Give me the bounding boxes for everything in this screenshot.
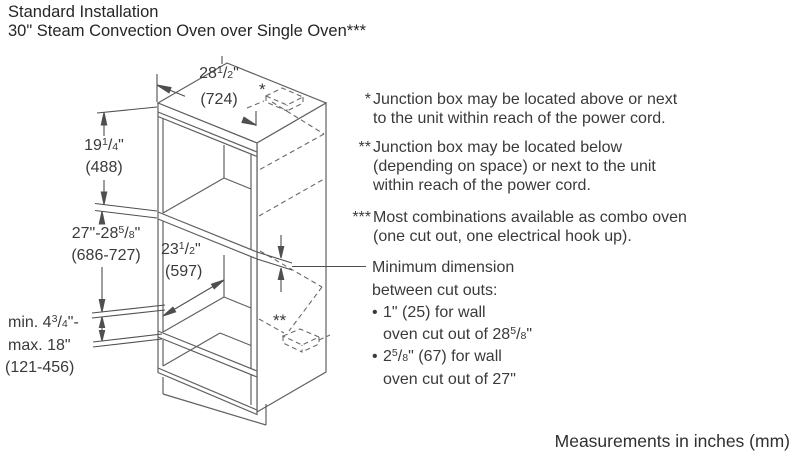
- bullet-dot: •: [372, 348, 378, 365]
- dim-total-mm: (686-727): [71, 247, 141, 264]
- dimension-bottom-gap: [92, 316, 163, 348]
- dim-oven-cutout-value: 231/2": [161, 240, 201, 258]
- dim-upper-value: 191/4": [84, 136, 124, 154]
- note2-marker: **: [358, 139, 371, 156]
- cabinet-faces: [156, 62, 328, 416]
- note3-line2: (one cut out, one electrical hook up).: [373, 228, 632, 245]
- dimension-width-28half: [156, 56, 257, 126]
- junction-box-top-connector: [246, 100, 265, 109]
- dimension-arrow: [277, 245, 285, 259]
- dim-bottom-gap-line1: min. 43/4"-: [8, 313, 79, 331]
- dim-width-mm: (724): [200, 91, 238, 108]
- note3-marker: ***: [352, 209, 371, 226]
- note-combo-oven: *** Most combinations available as combo…: [338, 208, 687, 246]
- note2-line3: within reach of the power cord.: [373, 177, 591, 194]
- min-dimension-heading2: between cut outs:: [372, 282, 498, 299]
- min-dimension-heading1: Minimum dimension: [372, 259, 515, 276]
- dimension-arrow: [100, 191, 108, 205]
- dimension-arrow: [100, 112, 108, 126]
- dimension-oven-cutout-23half: [162, 279, 225, 317]
- junction-box-top-icon: [264, 87, 305, 112]
- junction-box-bottom-icon: [281, 328, 321, 353]
- dim-bottom-gap-line3: (121-456): [5, 359, 75, 376]
- min-dimension-bullet2-line2: oven cut out of 27": [383, 371, 516, 388]
- bullet-dot: •: [372, 304, 378, 321]
- dim-upper-mm: (488): [85, 159, 123, 176]
- note3-line1: Most combinations available as combo ove…: [373, 209, 687, 226]
- note-junction-below: ** Junction box may be located below (de…: [338, 138, 656, 195]
- note-junction-above: * Junction box may be located above or n…: [338, 90, 677, 128]
- dimension-total-27-28: [91, 211, 166, 319]
- dimension-arrow: [156, 84, 172, 94]
- junction-box-bottom-star: **: [273, 311, 287, 330]
- page-title-line2: 30" Steam Convection Oven over Single Ov…: [8, 22, 367, 40]
- page-title-line1: Standard Installation: [8, 3, 159, 21]
- dimension-arrow: [277, 267, 285, 281]
- note2-line1: Junction box may be located below: [373, 139, 623, 156]
- min-dimension-callout: [256, 235, 366, 292]
- dim-width-value: 281/2": [199, 64, 239, 82]
- note1-line1: Junction box may be located above or nex…: [373, 91, 678, 108]
- hidden-dashed-lines: [246, 87, 331, 353]
- dimension-arrow: [241, 116, 257, 126]
- measurements-footnote: Measurements in inches (mm): [554, 431, 790, 451]
- dimension-arrow: [162, 306, 177, 317]
- cabinet-right-face: [256, 101, 327, 414]
- dim-bottom-gap-line2: max. 18": [8, 337, 71, 354]
- dimension-arrow: [210, 279, 225, 290]
- note1-marker: *: [364, 91, 371, 108]
- dimension-arrow: [98, 211, 106, 225]
- min-dimension-bullet2-line1: •25/8" (67) for wall: [372, 347, 502, 365]
- dim-oven-cutout-mm: (597): [165, 263, 203, 280]
- note1-line2: to the unit within reach of the power co…: [373, 110, 666, 127]
- dim-total-value: 27"-285/8": [71, 224, 141, 242]
- min-dimension-bullet1-line1: •1" (25) for wall: [372, 304, 486, 321]
- dimension-annotations: [91, 56, 366, 348]
- note2-line2: (depending on space) or next to the unit: [373, 158, 656, 175]
- dimension-upper-19quarter: [94, 106, 158, 219]
- cabinet-details: [157, 111, 267, 426]
- junction-box-top-star: *: [259, 80, 266, 99]
- dimension-arrow: [98, 329, 106, 342]
- dimension-arrow: [98, 316, 106, 329]
- min-dimension-bullet1-line2: oven cut out of 285/8": [383, 325, 533, 343]
- cabinet-base: [162, 377, 267, 426]
- dimension-arrow: [98, 298, 106, 313]
